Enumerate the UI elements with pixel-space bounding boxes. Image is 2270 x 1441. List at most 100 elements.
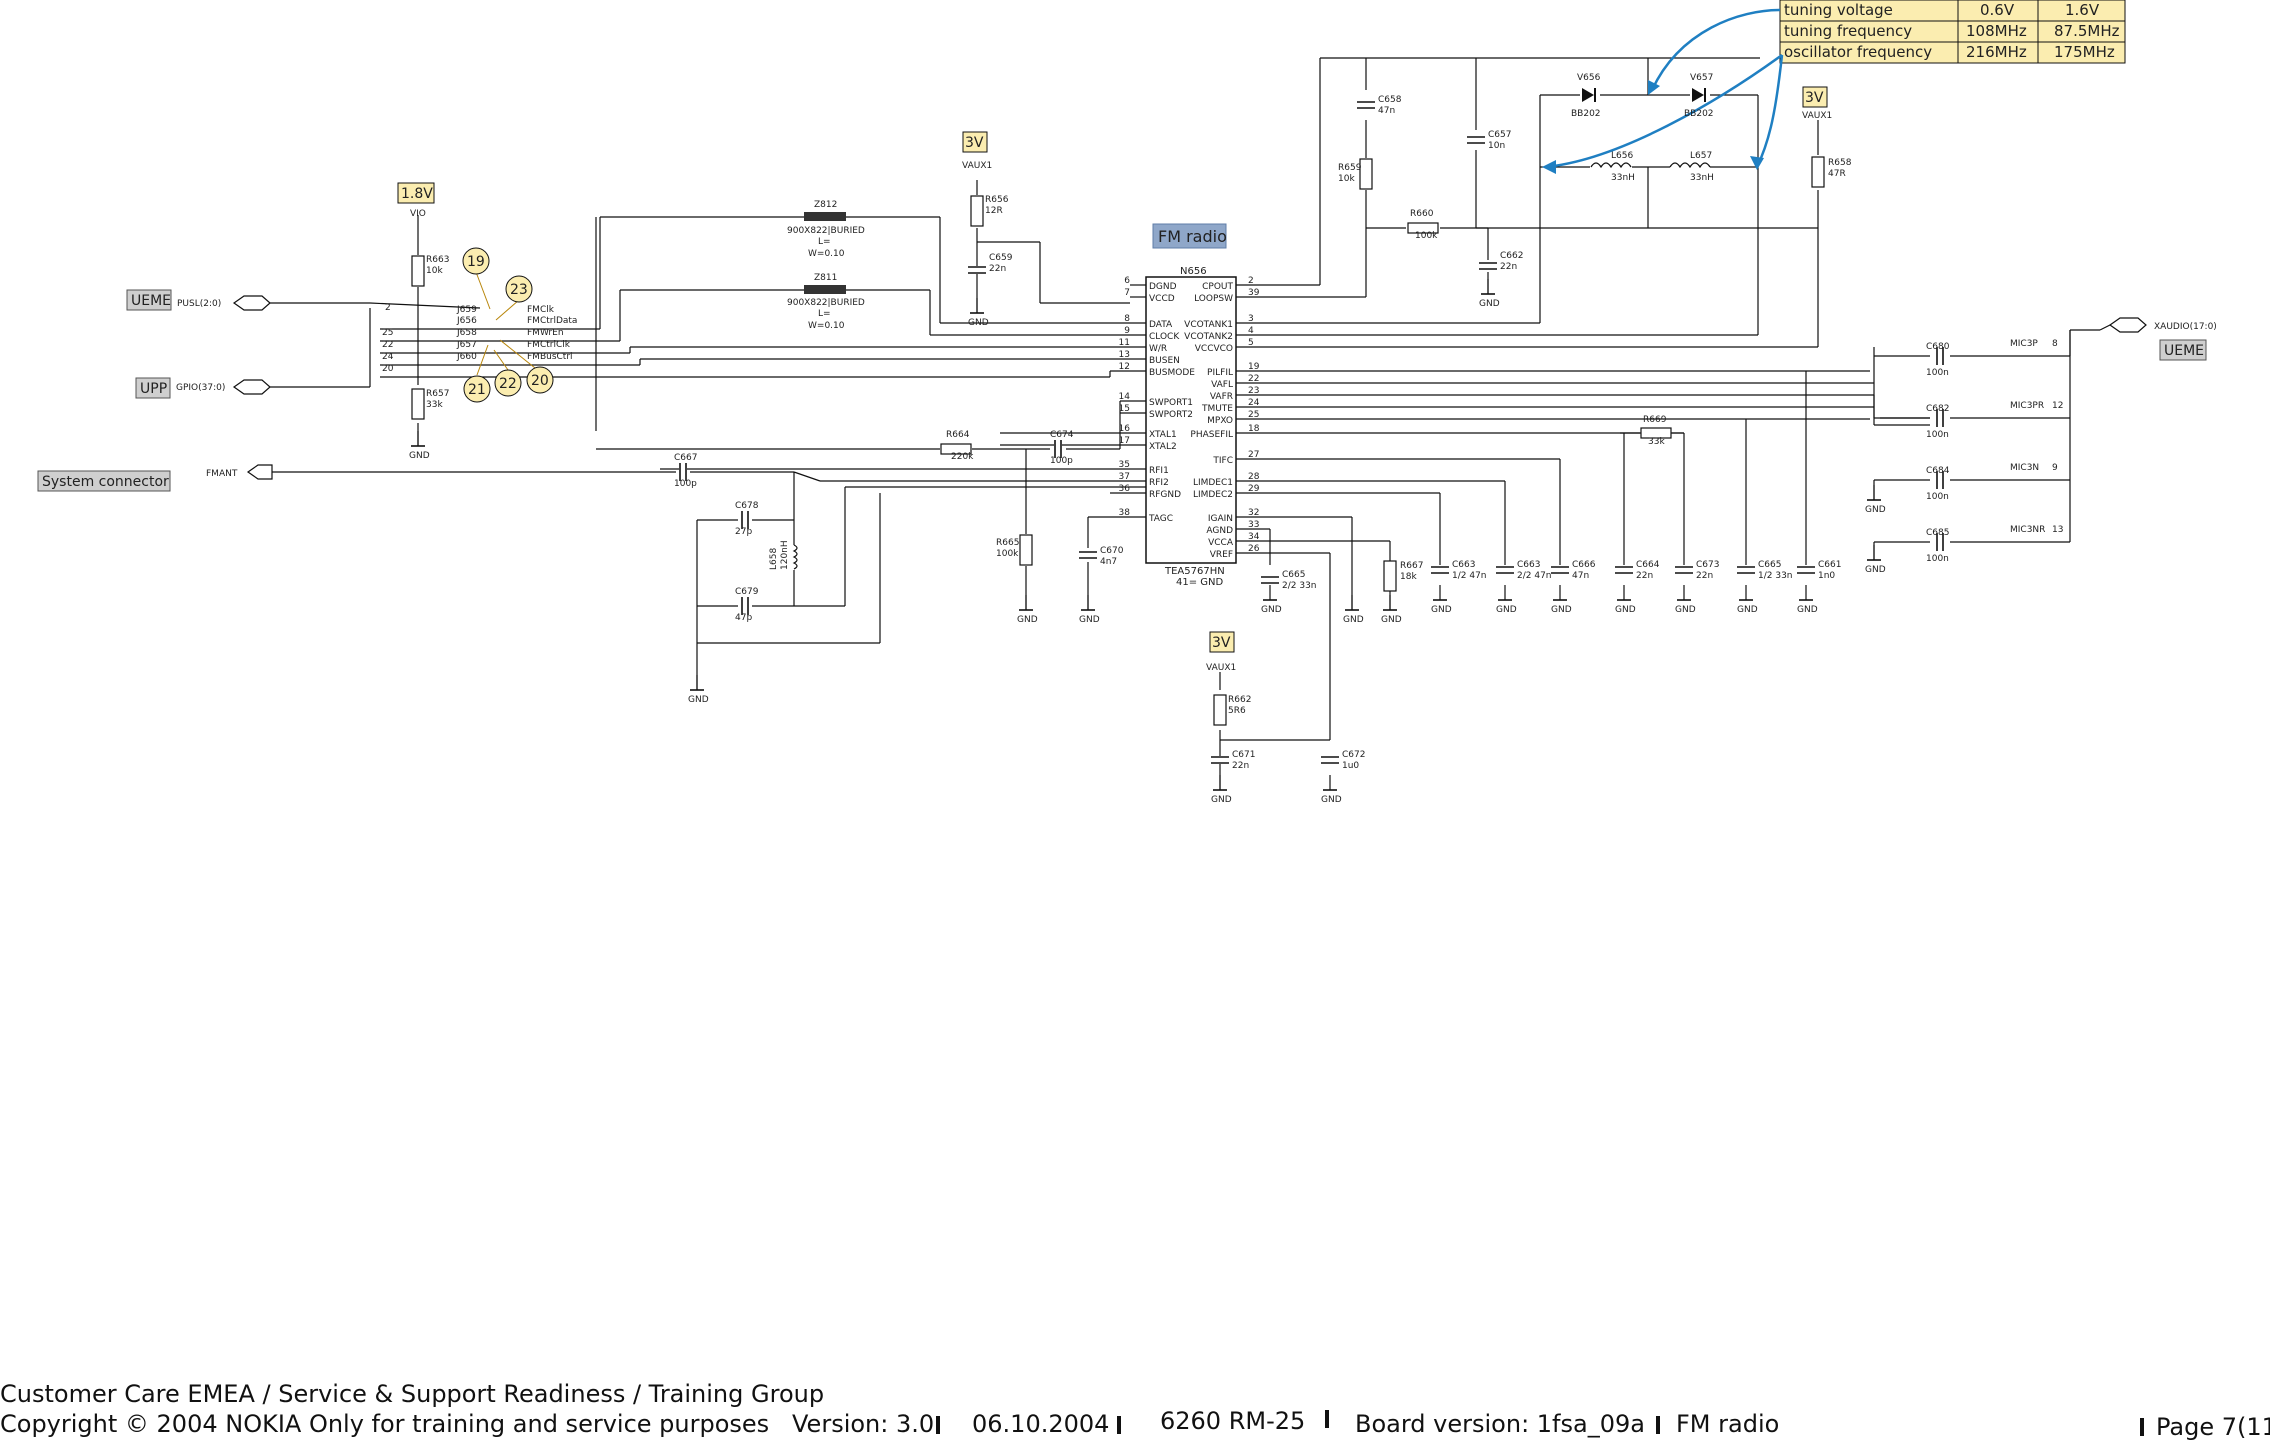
footer-board: Board version: 1fsa_09a	[1355, 1410, 1645, 1438]
component-value: 22n	[1696, 571, 1713, 581]
j656-label: J656	[456, 316, 477, 326]
ic-pin-num-right: 28	[1248, 472, 1260, 482]
component-ref: C662	[1500, 251, 1523, 261]
component-value: 12R	[985, 206, 1003, 216]
ic-pin-num-right: 2	[1248, 276, 1254, 286]
component-ref: R665	[996, 538, 1019, 548]
capacitor-gap	[1079, 551, 1097, 559]
j659-label: J659	[456, 305, 477, 315]
ic-pin-name-right: VCOTANK1	[1184, 320, 1233, 330]
j657-label: J657	[456, 340, 477, 350]
capacitor-gap	[1431, 566, 1449, 574]
ground-symbol: GND	[409, 431, 430, 461]
ic-pin-num-left: 37	[1119, 472, 1130, 482]
component-ref: C665	[1758, 560, 1781, 570]
ic-gnd-note: 41= GND	[1176, 577, 1224, 588]
ic-pin-name-left: VCCD	[1149, 294, 1175, 304]
z-chips: Z812 900X822|BURIED L= W=0.10 Z811 900X8…	[787, 200, 865, 331]
z812-l1: 900X822|BURIED	[787, 226, 865, 236]
ground-symbol: GND	[1615, 585, 1636, 615]
component-value: 1n0	[1818, 571, 1835, 581]
net-gpio: GPIO(37:0)	[176, 383, 225, 393]
resistor-symbol	[411, 388, 425, 420]
component-value: 22n	[1232, 761, 1249, 771]
component-value: 22n	[1636, 571, 1653, 581]
tuning-table: tuning voltage 0.6V 1.6V tuning frequenc…	[1779, 0, 2126, 64]
resistor-symbol	[411, 255, 425, 287]
ic-pin-name-right: IGAIN	[1208, 514, 1233, 524]
z812-body	[804, 212, 846, 221]
component-value: 100n	[1926, 430, 1949, 440]
ic-pin-name-right: MPXO	[1207, 416, 1233, 426]
callout-19: 19	[467, 254, 485, 270]
gpio-pin-25: 25	[382, 328, 393, 338]
component-ref: R658	[1828, 158, 1852, 168]
component-value: 10k	[426, 266, 443, 276]
upp-label: UPP	[140, 381, 167, 397]
net-fmant: FMANT	[206, 469, 238, 479]
ic-pin-name-left: SWPORT1	[1149, 398, 1193, 408]
component-ref: C665	[1282, 570, 1305, 580]
capacitor-gap	[741, 511, 749, 529]
mic-pin-label: 8	[2052, 339, 2058, 349]
rail-3v-top: 3V	[965, 135, 984, 151]
ic-pin-num-left: 35	[1119, 460, 1130, 470]
ground-symbol: GND	[1675, 585, 1696, 615]
ground-label: GND	[1615, 605, 1636, 615]
ic-n656-body	[1145, 276, 1237, 564]
ic-pin-num-right: 3	[1248, 314, 1254, 324]
callout-23: 23	[510, 282, 528, 298]
ic-pin-labels: 6DGND7VCCD8DATA9CLOCK11W/R13BUSEN12BUSMO…	[1119, 276, 1260, 560]
ic-pin-num-left: 11	[1119, 338, 1130, 348]
ic-pin-num-right: 22	[1248, 374, 1259, 384]
tuning-row-3-a: 216MHz	[1966, 43, 2027, 61]
capacitor-gap	[1797, 566, 1815, 574]
footer-sep-2	[1117, 1416, 1121, 1434]
ground-label: GND	[1381, 615, 1402, 625]
diode-symbol	[1692, 88, 1704, 102]
component-value: 47R	[1828, 169, 1846, 179]
component-ref: L658	[769, 548, 779, 570]
ground-label: GND	[1211, 795, 1232, 805]
component-value: 100n	[1926, 492, 1949, 502]
page-title: FM radio	[1158, 227, 1227, 246]
resistor-symbol	[1640, 427, 1672, 439]
ic-pin-num-right: 5	[1248, 338, 1254, 348]
tuning-row-1-a: 0.6V	[1980, 1, 2015, 19]
component-ref: C674	[1050, 430, 1074, 440]
ground-symbol: GND	[968, 298, 989, 328]
ic-pin-name-left: W/R	[1149, 344, 1167, 354]
capacitor-gap	[1936, 409, 1944, 427]
component-value: 2/2 33n	[1282, 581, 1317, 591]
component-ref: C678	[735, 501, 759, 511]
component-value: 100p	[1050, 456, 1073, 466]
component-value: 10k	[1338, 174, 1355, 184]
ground-symbol: GND	[1017, 595, 1038, 625]
component-ref: C672	[1342, 750, 1365, 760]
tuning-row-3-b: 175MHz	[2054, 43, 2115, 61]
component-ref: R656	[985, 195, 1009, 205]
z812-ref: Z812	[814, 200, 837, 210]
ic-pin-num-right: 29	[1248, 484, 1260, 494]
ic-pin-num-left: 8	[1124, 314, 1130, 324]
ic-pin-name-left: BUSMODE	[1149, 368, 1195, 378]
ground-label: GND	[1017, 615, 1038, 625]
ground-symbol: GND	[1079, 595, 1100, 625]
vio-label: VIO	[410, 209, 426, 219]
ground-symbol: GND	[1865, 545, 1886, 575]
ic-pin-num-left: 12	[1119, 362, 1130, 372]
rail-boxes: 1.8V 3V 3V 3V	[397, 86, 1828, 653]
resistor-symbol	[970, 195, 984, 227]
ic-pin-num-right: 27	[1248, 450, 1259, 460]
component-ref: L657	[1690, 151, 1712, 161]
ground-label: GND	[1496, 605, 1517, 615]
